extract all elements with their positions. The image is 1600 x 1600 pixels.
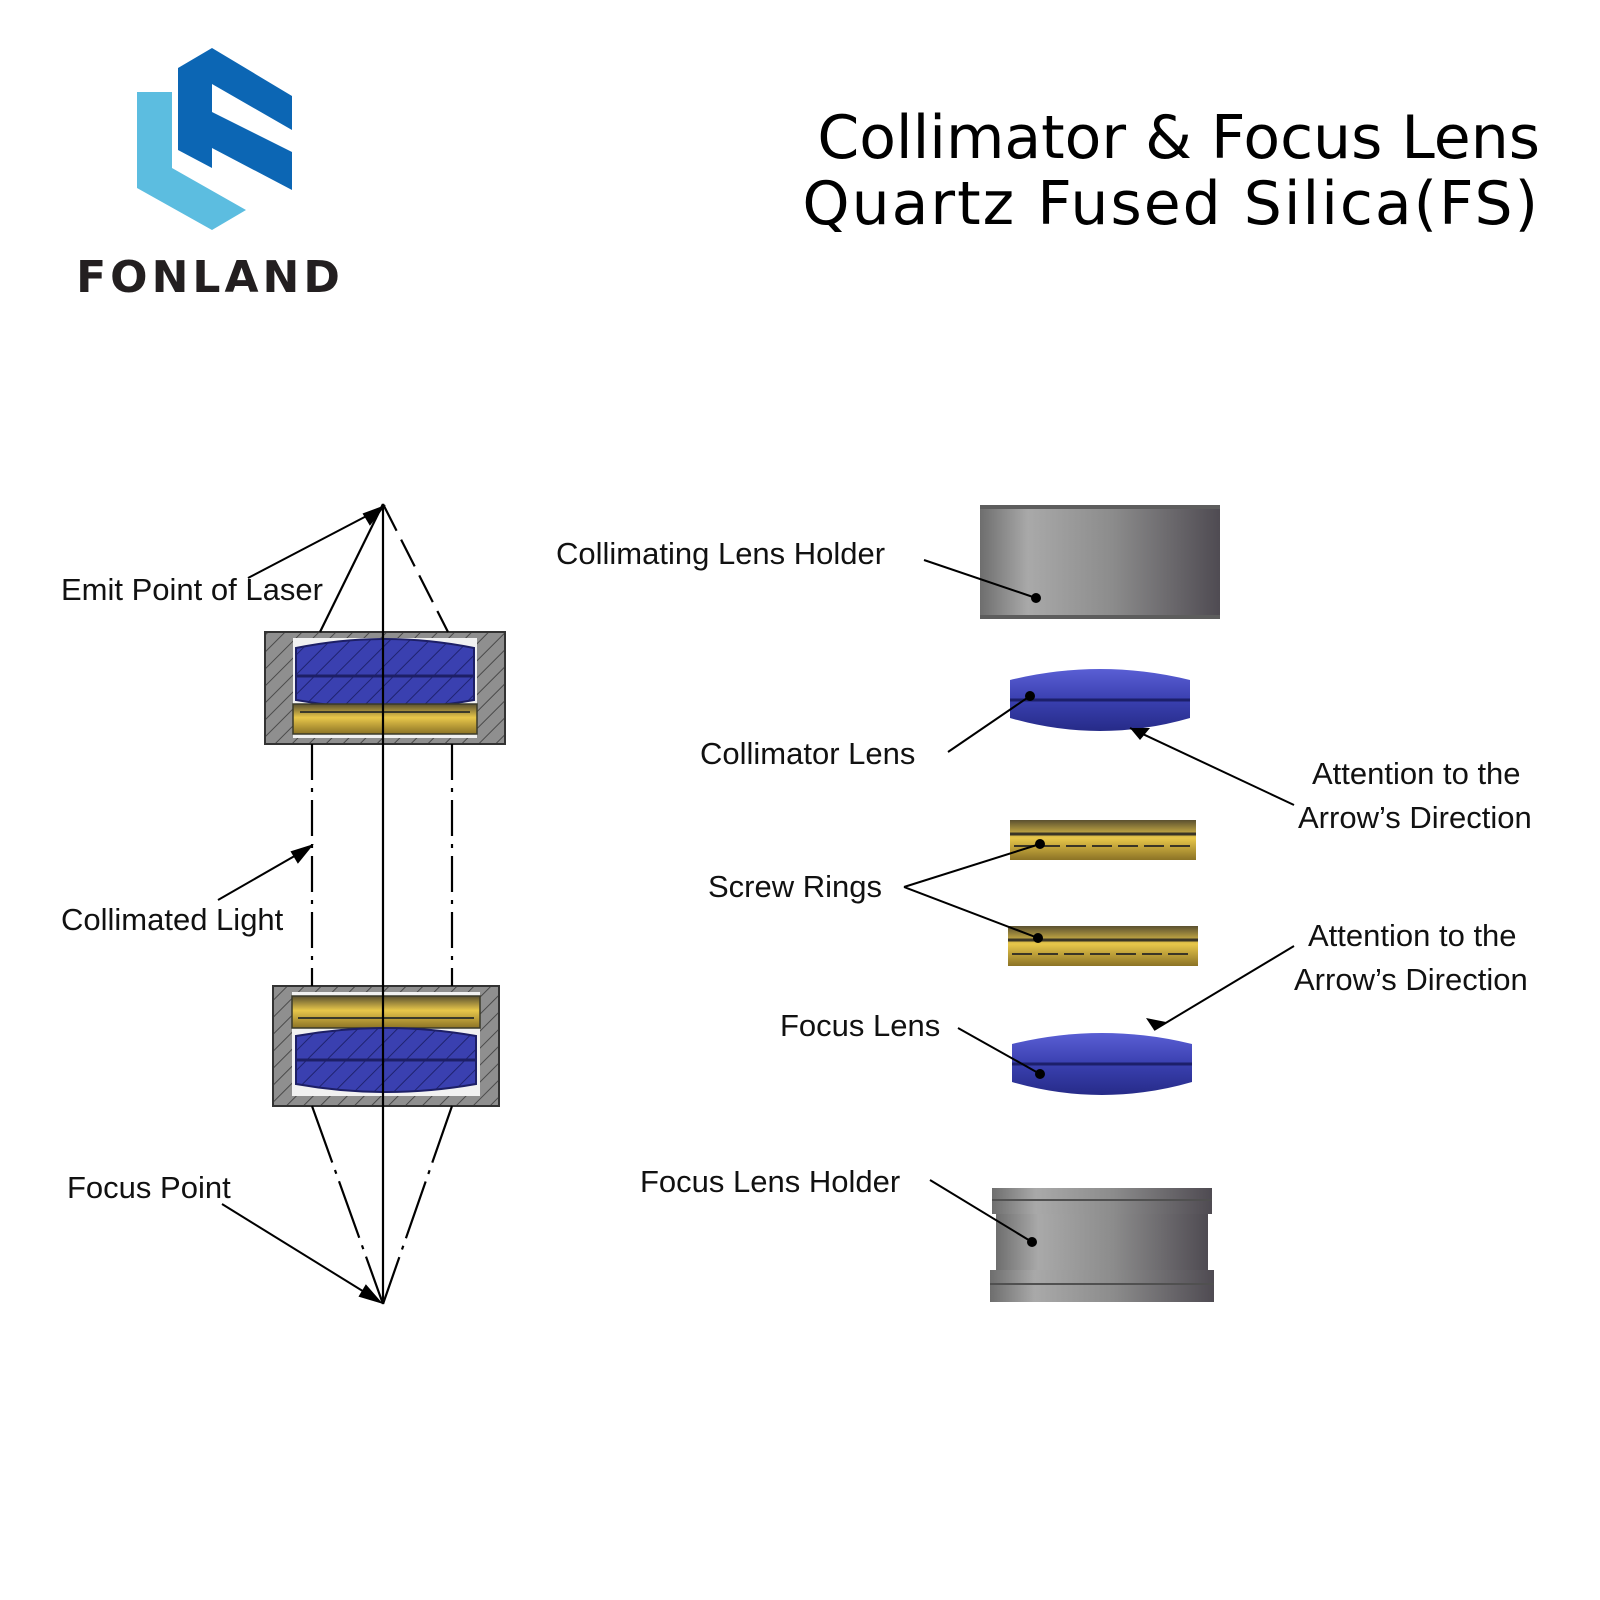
label-attention-1-line1: Attention to the [1312,756,1521,791]
focus-lens [1012,1033,1192,1095]
left-leader-lines [217,504,386,1304]
label-focus-lens-holder: Focus Lens Holder [640,1164,900,1199]
collimating-lens-holder [980,505,1220,619]
focus-lens-holder [990,1188,1214,1302]
brand-name: FONLAND [76,252,344,303]
exploded-view: Collimating Lens Holder Collimator Lens … [556,505,1532,1302]
label-screw-rings: Screw Rings [708,869,882,904]
fonland-logo [137,48,292,230]
label-collimated-light: Collimated Light [61,902,284,937]
title-line-1: Collimator & Focus Lens [817,103,1540,173]
label-emit-point: Emit Point of Laser [61,572,323,607]
label-attention-1-line2: Arrow’s Direction [1298,800,1532,835]
label-collimator-lens: Collimator Lens [700,736,915,771]
label-collimating-lens-holder: Collimating Lens Holder [556,536,885,571]
right-leader-lines [903,559,1295,1243]
label-focus-point: Focus Point [67,1170,231,1205]
cross-section-diagram: Emit Point of Laser Collimated Light Foc… [61,503,506,1305]
focus-housing-section [272,985,500,1107]
label-attention-2-line1: Attention to the [1308,918,1517,953]
label-attention-2-line2: Arrow’s Direction [1294,962,1528,997]
collimator-lens [1010,669,1190,731]
laser-beam-lines [310,503,454,1305]
leader-dots [1025,593,1166,1247]
title-line-2: Quartz Fused Silica(FS) [802,169,1540,239]
collimator-housing-section [264,631,506,745]
screw-ring-lower [1008,926,1198,966]
label-focus-lens: Focus Lens [780,1008,940,1043]
